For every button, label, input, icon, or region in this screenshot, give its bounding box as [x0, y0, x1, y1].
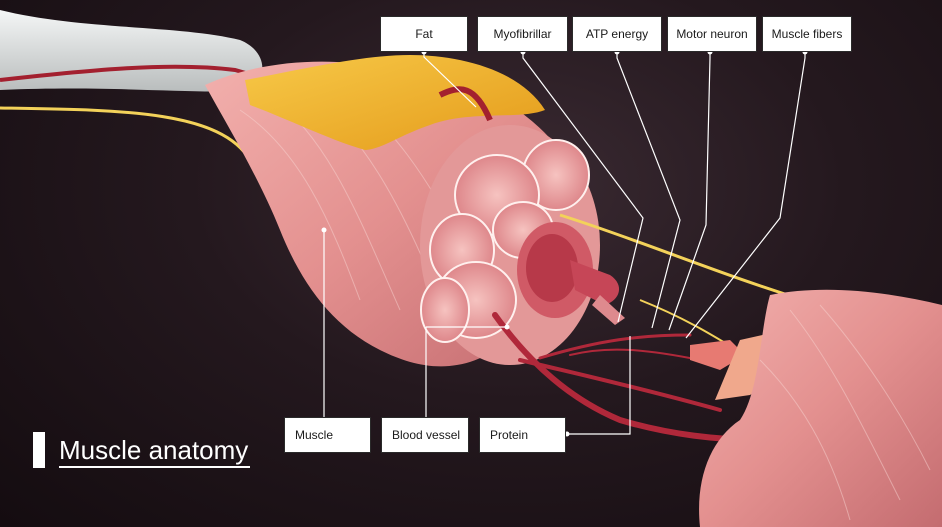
leader-lines: [323, 52, 806, 435]
label-muscle: Muscle: [284, 417, 371, 453]
fat-layer: [245, 55, 545, 150]
muscle-right: [699, 289, 942, 527]
label-blood-vessel: Blood vessel: [381, 417, 469, 453]
label-myofibrillar: Myofibrillar: [477, 16, 568, 52]
bone-shape: [0, 10, 271, 92]
label-atp-energy: ATP energy: [572, 16, 662, 52]
fascicle-shape: [517, 222, 625, 325]
blood-vessels: [492, 312, 763, 443]
label-muscle-fibers: Muscle fibers: [762, 16, 852, 52]
page-title: Muscle anatomy: [59, 434, 251, 468]
title-accent-bar: [33, 432, 45, 468]
label-motor-neuron: Motor neuron: [667, 16, 757, 52]
label-fat: Fat: [380, 16, 468, 52]
label-protein: Protein: [479, 417, 566, 453]
